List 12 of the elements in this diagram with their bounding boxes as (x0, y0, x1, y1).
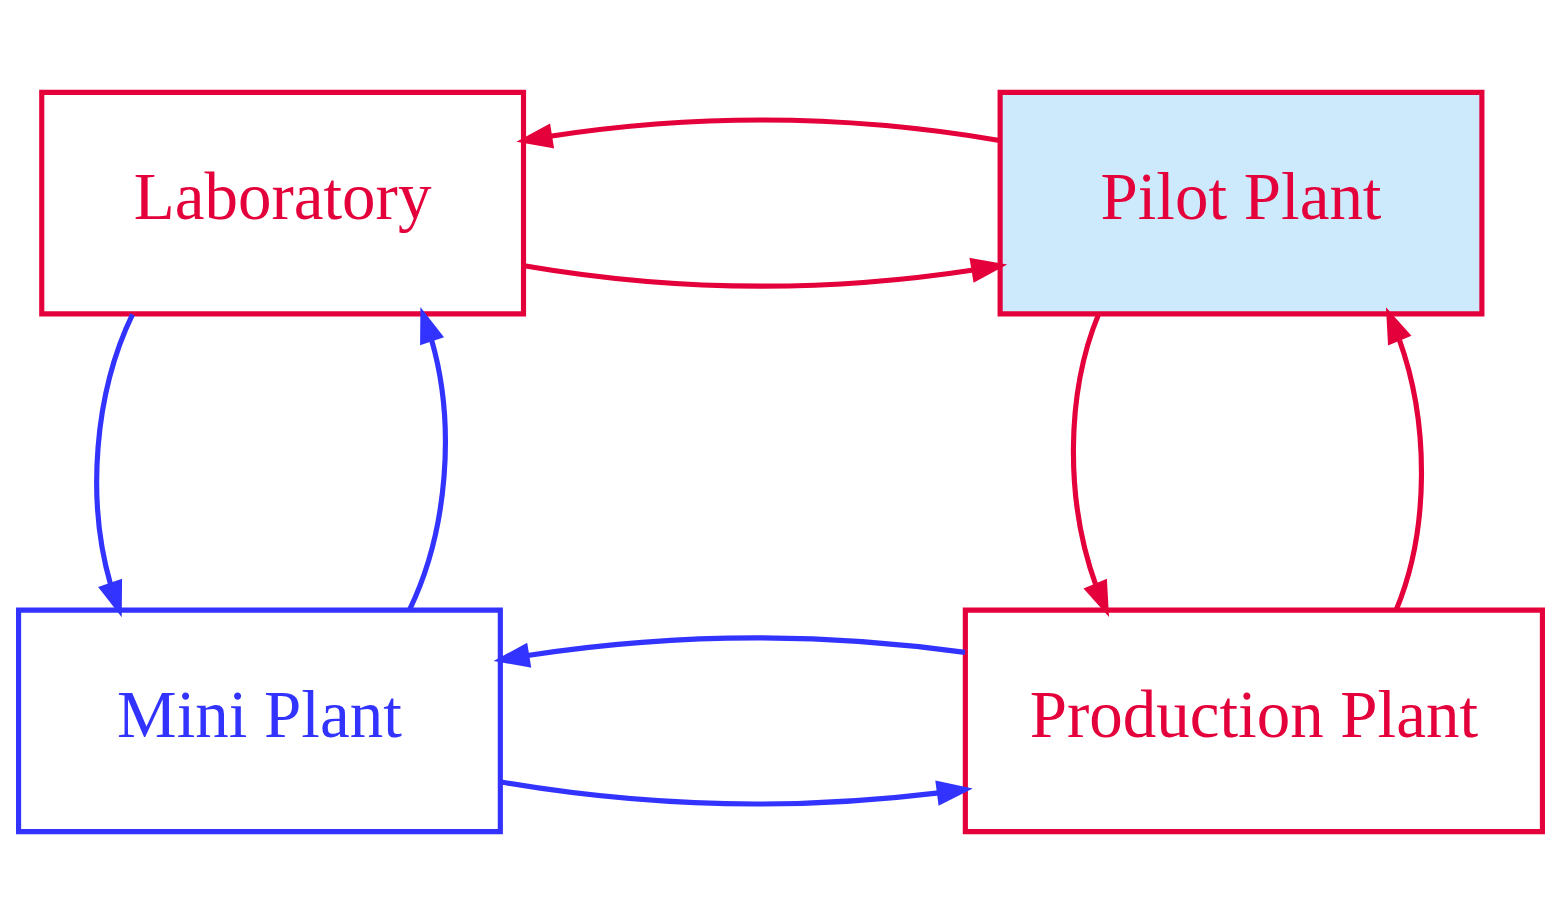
node-box: Laboratory (39, 89, 527, 317)
node-box: Mini Plant (16, 607, 503, 835)
node-box: Production Plant (962, 607, 1545, 835)
arrow (516, 117, 1000, 149)
arrow (500, 779, 973, 807)
arrow (523, 257, 1008, 289)
arrow (1385, 307, 1425, 611)
arrow (493, 635, 966, 668)
arrow (1070, 313, 1110, 617)
node-box: Pilot Plant (997, 89, 1485, 317)
arrow (94, 313, 135, 618)
arrow (407, 307, 448, 611)
